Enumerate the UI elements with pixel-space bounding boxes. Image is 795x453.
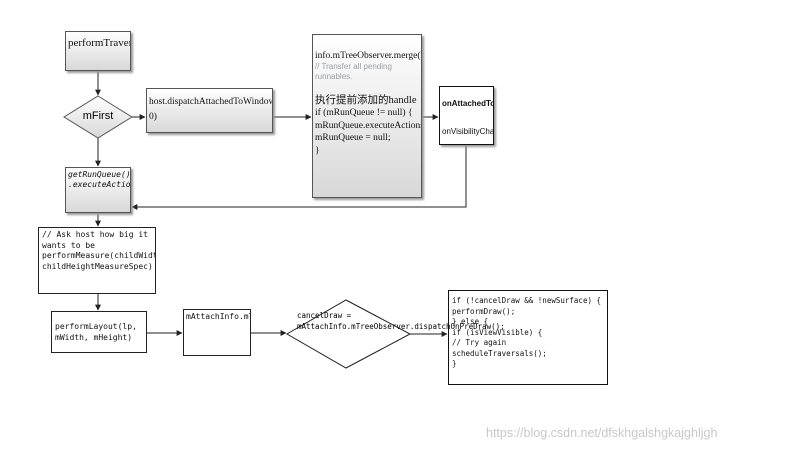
- get-run-queue-node: getRunQueue() .executeActions(mAttachInf…: [65, 167, 131, 213]
- cancel-draw-diamond: [285, 299, 412, 369]
- global-layout-node: mAttachInfo.mTreeObserver.dispatchOnGlob…: [183, 309, 251, 356]
- perform-traversals-node: performTraversals: [65, 31, 131, 71]
- observer-comment: // Transfer all pending runnables.: [315, 62, 392, 81]
- watermark-text: https://blog.csdn.net/dfskhgalshgkajghlj…: [486, 426, 718, 440]
- observer-handle-text: 执行提前添加的handle: [315, 94, 417, 106]
- attached-title: onAttachedToWindow: [442, 99, 493, 108]
- draw-decision-code-node: if (!cancelDraw && !newSurface) { perfor…: [448, 290, 608, 385]
- m-first-label: mFirst: [82, 110, 114, 122]
- visibility-changed-text: onVisibilityChanged: [442, 127, 494, 136]
- dispatch-attached-node: host.dispatchAttachedToWindow(mAttachInf…: [146, 88, 273, 133]
- attached-panel-node: onAttachedToWindow onVisibilityChanged: [439, 86, 494, 145]
- perform-measure-node: // Ask host how big it wants to be perfo…: [38, 227, 156, 294]
- observer-runqueue-text: if (mRunQueue != null) { mRunQueue.execu…: [315, 108, 421, 156]
- cancel-draw-label: cancelDraw = mAttachInfo.mTreeObserver.d…: [297, 311, 505, 331]
- edge-attached-back-to-getrun: [131, 145, 467, 210]
- tree-observer-node: info.mTreeObserver.merge(mFloatingTreeOb…: [312, 34, 422, 198]
- perform-layout-node: performLayout(lp, mWidth, mHeight): [51, 311, 147, 353]
- observer-merge-text: info.mTreeObserver.merge(mFloatingTreeOb…: [315, 50, 421, 61]
